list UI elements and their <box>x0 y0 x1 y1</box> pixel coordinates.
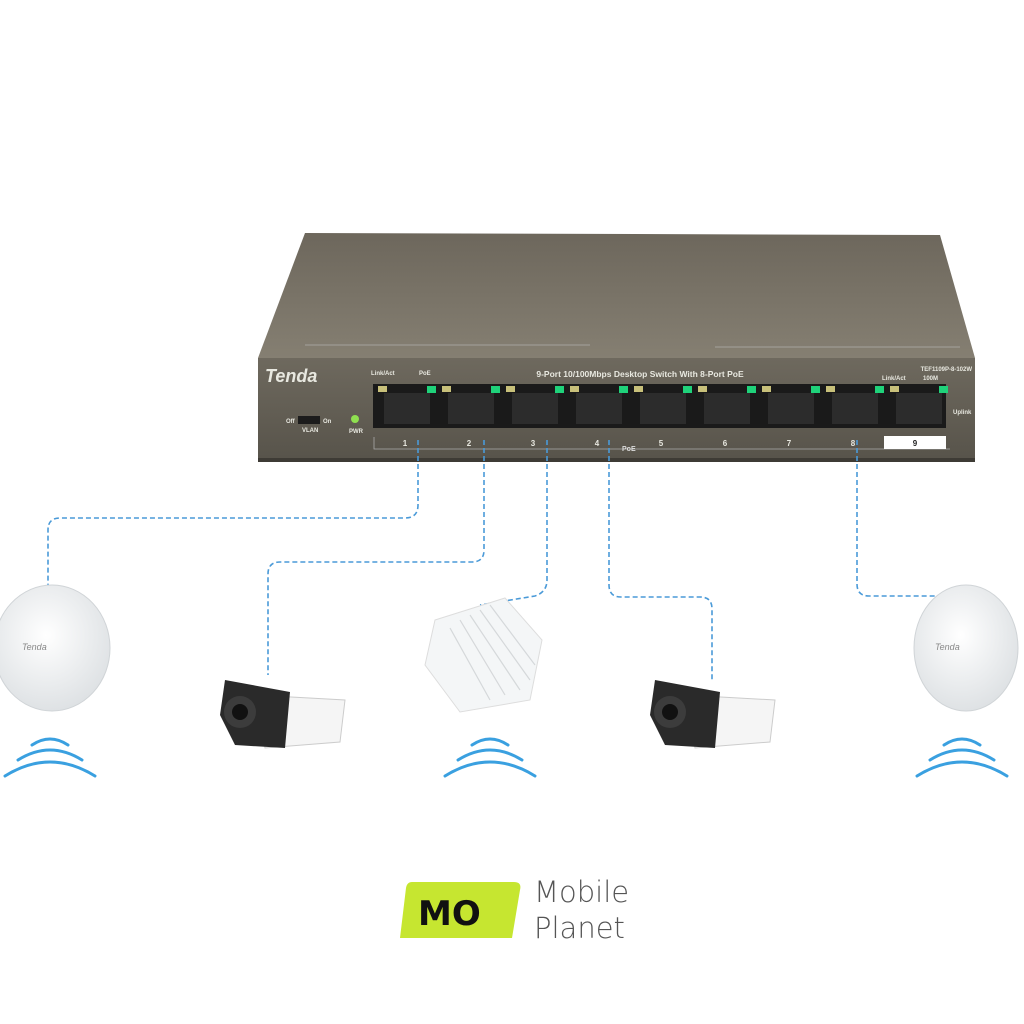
brand-line-1: Mobile <box>534 875 630 909</box>
link-led <box>506 386 515 392</box>
ap-left-brand: Tenda <box>22 642 47 652</box>
ip-camera-left <box>220 680 346 749</box>
poe-led <box>875 386 884 393</box>
speed-label: 100M <box>923 376 938 382</box>
ethernet-port-7[interactable]: 7 <box>762 386 820 448</box>
poe-led <box>619 386 628 393</box>
ethernet-port-3[interactable]: 3 <box>506 386 564 448</box>
switch-model: TEF1109P-8-102W <box>921 367 973 373</box>
ceiling-access-point-left: Tenda <box>0 584 111 712</box>
vlan-switch[interactable] <box>298 416 320 424</box>
link-act-label: Link/Act <box>371 371 395 377</box>
link-led <box>890 386 899 392</box>
ethernet-port-8[interactable]: 8 <box>826 386 884 448</box>
mobile-planet-logo: MO <box>400 882 521 938</box>
port-number: 2 <box>467 439 472 448</box>
link-led <box>762 386 771 392</box>
uplink-label: Uplink <box>953 410 972 416</box>
poe-led <box>427 386 436 393</box>
access-point-square <box>424 597 543 713</box>
vlan-on-label: On <box>323 419 332 425</box>
poe-led <box>555 386 564 393</box>
switch-brand-logo: Tenda <box>265 366 317 386</box>
poe-links <box>47 440 940 680</box>
port-number: 9 <box>913 439 918 448</box>
poe-bracket-label: PoE <box>622 446 636 453</box>
link-port-8 <box>856 440 940 597</box>
ethernet-port-1[interactable]: 1 <box>378 386 436 448</box>
link-led <box>442 386 451 392</box>
poe-led <box>939 386 948 393</box>
ap-right-brand: Tenda <box>935 642 960 652</box>
ethernet-port-4[interactable]: 4 <box>570 386 628 448</box>
link-port-1 <box>47 440 419 585</box>
switch-title: 9-Port 10/100Mbps Desktop Switch With 8-… <box>536 369 744 379</box>
ip-camera-right <box>650 680 776 749</box>
port-number: 6 <box>723 439 728 448</box>
port-9-label-box <box>884 436 946 449</box>
port-number: 4 <box>595 439 600 448</box>
wifi-signal-icon <box>915 737 1009 778</box>
link-led <box>378 386 387 392</box>
wifi-signal-icon <box>443 737 537 778</box>
link-led <box>698 386 707 392</box>
logo-mark: MO <box>418 894 481 934</box>
link-act-right-label: Link/Act <box>882 376 906 382</box>
port-number: 1 <box>403 439 408 448</box>
poe-led <box>811 386 820 393</box>
poe-led <box>683 386 692 393</box>
ethernet-port-9[interactable]: 9 <box>890 386 948 448</box>
port-number: 3 <box>531 439 536 448</box>
link-led <box>634 386 643 392</box>
ceiling-access-point-right: Tenda <box>913 584 1019 712</box>
link-port-2 <box>267 440 485 675</box>
port-number: 8 <box>851 439 856 448</box>
vlan-off-label: Off <box>286 419 296 425</box>
wifi-signal-icon <box>3 737 97 778</box>
link-led <box>826 386 835 392</box>
brand-name: Mobile Planet <box>534 874 629 946</box>
network-switch: Tenda 9-Port 10/100Mbps Desktop Switch W… <box>258 233 975 462</box>
ethernet-port-5[interactable]: 5 <box>634 386 692 448</box>
ethernet-port-6[interactable]: 6 <box>698 386 756 448</box>
poe-label: PoE <box>419 371 431 377</box>
link-port-4 <box>608 440 713 680</box>
ethernet-port-2[interactable]: 2 <box>442 386 500 448</box>
port-number: 7 <box>787 439 792 448</box>
port-number: 5 <box>659 439 664 448</box>
link-led <box>570 386 579 392</box>
vlan-label: VLAN <box>302 428 318 434</box>
poe-led <box>491 386 500 393</box>
power-led <box>351 415 359 423</box>
poe-led <box>747 386 756 393</box>
link-port-3 <box>479 440 548 606</box>
pwr-label: PWR <box>349 429 364 435</box>
brand-line-2: Planet <box>534 911 625 945</box>
